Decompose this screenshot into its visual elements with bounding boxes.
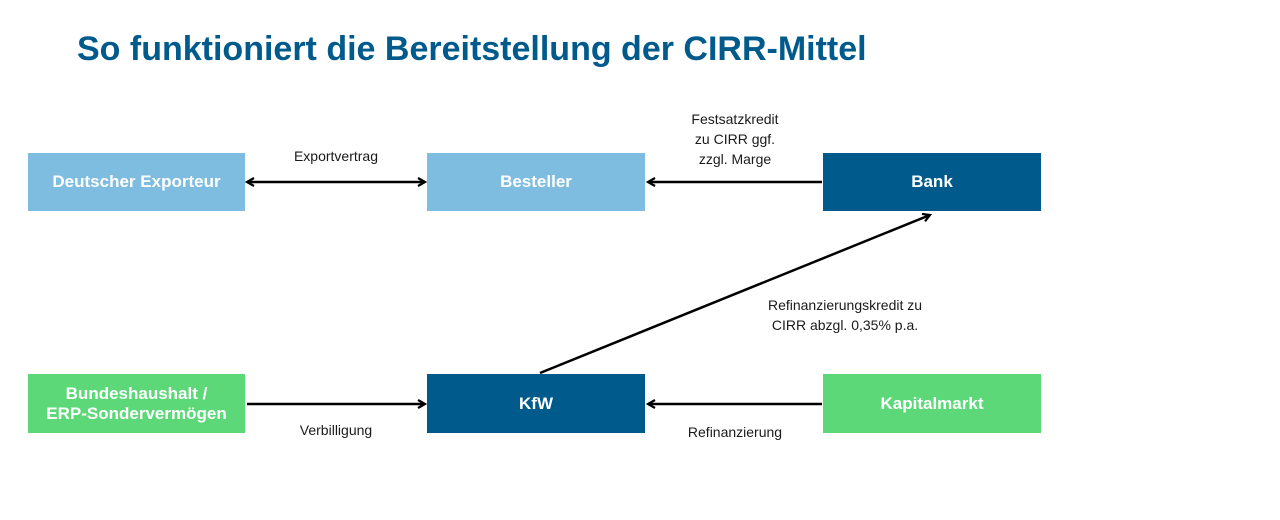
node-deutscher-exporteur: Deutscher Exporteur <box>28 153 245 211</box>
node-besteller: Besteller <box>427 153 645 211</box>
label-refinanzierungskredit: Refinanzierungskredit zu CIRR abzgl. 0,3… <box>767 297 923 333</box>
label-festsatzkredit: Festsatzkredit zu CIRR ggf. zzgl. Marge <box>691 111 779 167</box>
label-refinanzierung: Refinanzierung <box>687 424 783 440</box>
node-kapitalmarkt: Kapitalmarkt <box>823 374 1041 433</box>
label-exportvertrag: Exportvertrag <box>293 148 379 164</box>
node-bank: Bank <box>823 153 1041 211</box>
node-kfw: KfW <box>427 374 645 433</box>
node-bundeshaushalt: Bundeshaushalt / ERP-Sondervermögen <box>28 374 245 433</box>
page-title: So funktioniert die Bereitstellung der C… <box>77 30 867 68</box>
arrow-refinanzierungskredit <box>539 215 930 375</box>
label-verbilligung: Verbilligung <box>299 422 373 438</box>
